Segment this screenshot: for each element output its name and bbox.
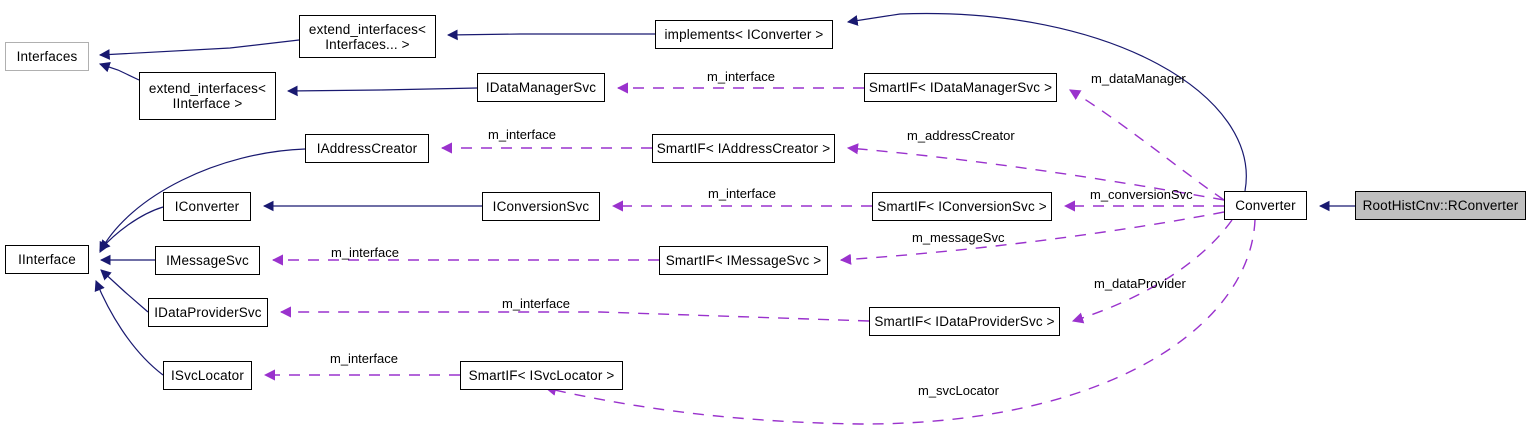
edge-label-m-dataprovider: m_dataProvider	[1094, 276, 1186, 291]
node-interfaces[interactable]: Interfaces	[5, 42, 89, 71]
node-extend-interfaces-iinterface[interactable]: extend_interfaces< IInterface >	[139, 72, 276, 120]
node-smartif-idatamanagersvc[interactable]: SmartIF< IDataManagerSvc >	[864, 73, 1057, 102]
node-iconversionsvc[interactable]: IConversionSvc	[482, 192, 600, 221]
node-implements-iconverter[interactable]: implements< IConverter >	[655, 20, 833, 49]
edge-extendii-idatamanagersvc	[286, 85, 478, 97]
edge-label-m-interface-messagesvc: m_interface	[331, 245, 399, 260]
edge-label-m-interface-conversionsvc: m_interface	[708, 186, 776, 201]
edge-smartif-idataprovidersvc-usage	[279, 306, 870, 322]
edge-converter-datamanager-usage	[1069, 89, 1225, 201]
edge-iinterface-isvclocator	[94, 280, 164, 376]
node-idataprovidersvc[interactable]: IDataProviderSvc	[148, 298, 268, 327]
edge-converter-addresscreator-usage	[846, 143, 1225, 201]
node-iconverter[interactable]: IConverter	[163, 192, 251, 221]
edge-label-m-messagesvc: m_messageSvc	[912, 230, 1005, 245]
usage-edges	[263, 82, 1256, 425]
node-idatamanagersvc[interactable]: IDataManagerSvc	[477, 73, 605, 102]
edge-converter-svclocator-usage	[544, 219, 1256, 425]
edge-converter-messagesvc-usage	[839, 211, 1225, 265]
node-smartif-iaddresscreator[interactable]: SmartIF< IAddressCreator >	[652, 134, 835, 163]
node-converter[interactable]: Converter	[1224, 191, 1307, 220]
node-isvclocator[interactable]: ISvcLocator	[163, 361, 252, 390]
node-extend-interfaces-pack[interactable]: extend_interfaces< Interfaces... >	[299, 15, 436, 58]
edge-label-m-addresscreator: m_addressCreator	[907, 128, 1015, 143]
edge-iinterface-iconverter	[99, 206, 164, 251]
edge-label-m-interface-dataprovider: m_interface	[502, 296, 570, 311]
edge-extendpack-implements	[446, 29, 655, 41]
edge-label-m-interface-datamanager: m_interface	[707, 69, 775, 84]
edge-label-m-svclocator: m_svcLocator	[918, 383, 999, 398]
node-smartif-isvclocator[interactable]: SmartIF< ISvcLocator >	[460, 361, 623, 390]
edge-label-m-interface-svclocator: m_interface	[330, 351, 398, 366]
node-imessagesvc[interactable]: IMessageSvc	[155, 246, 260, 275]
node-roothistcnv-rconverter[interactable]: RootHistCnv::RConverter	[1355, 191, 1526, 220]
edge-label-m-conversionsvc: m_conversionSvc	[1090, 187, 1193, 202]
edge-label-m-interface-addresscreator: m_interface	[488, 127, 556, 142]
edge-converter-dataprovider-usage	[1071, 219, 1233, 324]
node-iaddresscreator[interactable]: IAddressCreator	[305, 134, 429, 163]
edge-label-m-datamanager: m_dataManager	[1091, 71, 1186, 86]
node-smartif-iconversionsvc[interactable]: SmartIF< IConversionSvc >	[872, 192, 1052, 221]
edge-interfaces-extendpack	[98, 39, 300, 60]
edge-interfaces-extendii	[98, 61, 140, 81]
edge-iinterface-iaddresscreator	[99, 148, 306, 253]
node-smartif-idataprovidersvc[interactable]: SmartIF< IDataProviderSvc >	[869, 307, 1060, 336]
edge-iinterface-idataprovidersvc	[100, 269, 149, 313]
inheritance-edges	[94, 12, 1355, 376]
node-smartif-imessagesvc[interactable]: SmartIF< IMessageSvc >	[659, 246, 828, 275]
edge-implements-converter	[846, 12, 1247, 192]
node-iinterface[interactable]: IInterface	[5, 245, 89, 274]
